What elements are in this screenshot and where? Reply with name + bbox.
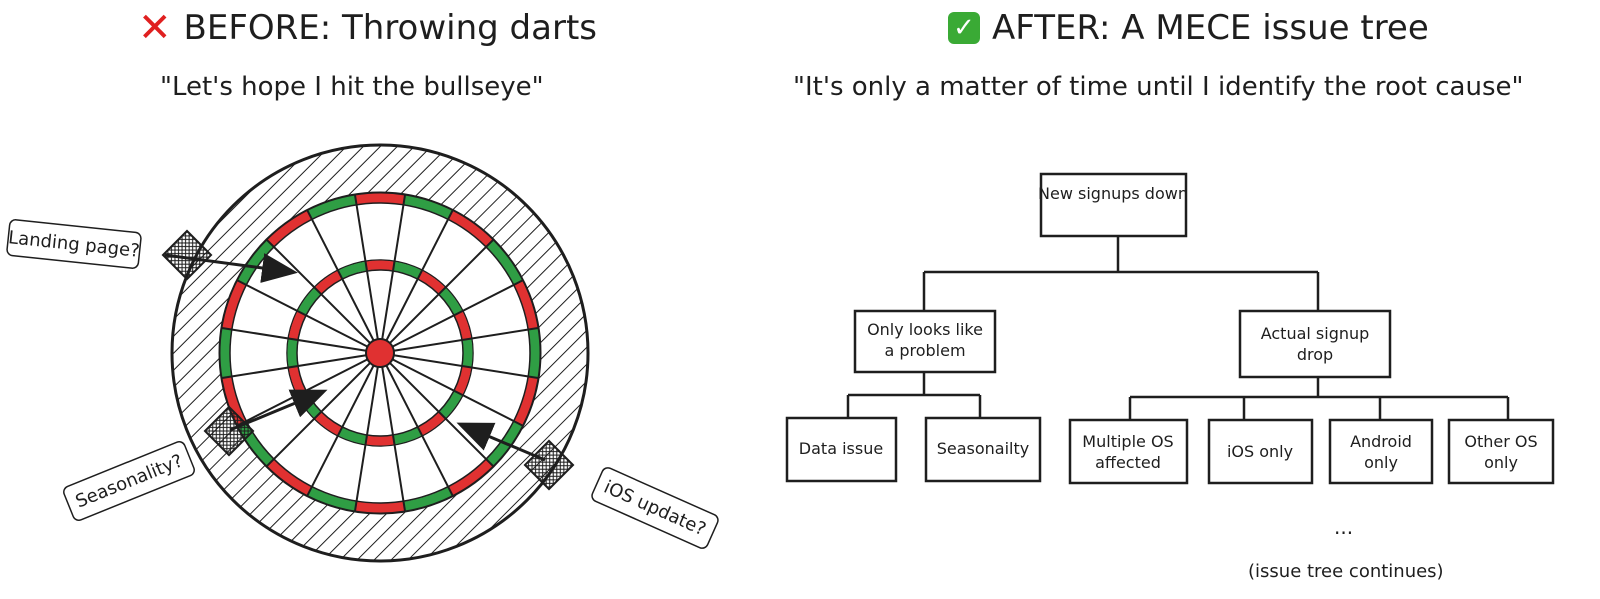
spoke xyxy=(393,354,539,379)
tree-box-root xyxy=(1039,172,1188,238)
tree-leaf-label: iOS only xyxy=(1227,442,1293,461)
ring-segment xyxy=(267,459,312,496)
ring-segment xyxy=(462,338,473,368)
spoke xyxy=(236,279,368,348)
spoke xyxy=(385,209,454,341)
tree-box-branch xyxy=(853,309,997,374)
ring-segment xyxy=(448,459,493,496)
ring-segment xyxy=(528,328,540,378)
spoke xyxy=(354,366,379,512)
ring-segment xyxy=(355,193,405,205)
spoke xyxy=(221,354,367,379)
ring-segment xyxy=(307,195,357,219)
spoke xyxy=(389,239,494,344)
ring-segment xyxy=(514,376,538,426)
spoke xyxy=(381,194,406,340)
tree-leaf-label: Seasonailty xyxy=(937,439,1030,458)
spoke xyxy=(392,358,524,427)
ring-segment xyxy=(267,210,312,247)
ring-segment xyxy=(355,501,405,513)
ring-segment xyxy=(222,280,246,330)
ring-segment xyxy=(287,338,298,368)
tree-box-branch xyxy=(1238,309,1392,379)
spoke xyxy=(385,365,454,497)
ring-segment xyxy=(486,240,523,285)
after-title-text: AFTER: A MECE issue tree xyxy=(992,8,1429,48)
spoke xyxy=(381,366,406,512)
spoke xyxy=(221,327,367,352)
after-title: ✓ AFTER: A MECE issue tree xyxy=(948,8,1429,48)
tree-ellipsis: ... xyxy=(1334,515,1354,539)
tree-box-leaf xyxy=(1068,418,1189,485)
ring-segment xyxy=(403,195,453,219)
tree-box-leaf xyxy=(785,416,898,483)
dart-landing-page: Landing page? xyxy=(6,219,298,283)
tree-continues-note: (issue tree continues) xyxy=(1248,561,1444,582)
dartboard xyxy=(170,143,590,563)
spoke xyxy=(306,365,375,497)
ring-segment xyxy=(237,240,274,285)
before-title-text: BEFORE: Throwing darts xyxy=(183,8,597,48)
bullseye xyxy=(365,338,395,368)
ring-segment xyxy=(365,435,395,446)
tree-leaf-label: Data issue xyxy=(799,439,883,458)
ring-segment xyxy=(365,260,395,271)
issue-tree xyxy=(785,172,1555,485)
before-quote: "Let's hope I hit the bullseye" xyxy=(160,72,544,102)
spoke xyxy=(306,209,375,341)
dart-label-box xyxy=(63,441,195,521)
cross-mark-icon: ✕ xyxy=(138,5,172,51)
spoke xyxy=(354,194,379,340)
dart-flight xyxy=(161,229,213,281)
tree-box-leaf xyxy=(1447,418,1555,485)
ring-segment xyxy=(448,210,493,247)
spoke xyxy=(392,279,524,348)
ring-segment xyxy=(514,280,538,330)
ring-segment xyxy=(307,487,357,511)
tree-root-label: New signups down xyxy=(1038,184,1188,203)
dart-label-box xyxy=(591,467,719,549)
before-title: ✕ BEFORE: Throwing darts xyxy=(138,8,597,48)
tree-box-leaf xyxy=(1207,418,1314,485)
dart-label-box xyxy=(6,219,142,269)
tree-box-leaf xyxy=(924,416,1042,483)
double-ring xyxy=(220,193,540,513)
ring-segment xyxy=(403,487,453,511)
after-quote: "It's only a matter of time until I iden… xyxy=(793,72,1524,102)
spoke xyxy=(393,327,539,352)
dart-flight xyxy=(203,405,255,457)
tree-box-leaf xyxy=(1328,418,1434,485)
ring-segment xyxy=(220,328,232,378)
check-mark-icon: ✓ xyxy=(948,12,980,44)
dart-flight xyxy=(523,439,575,491)
